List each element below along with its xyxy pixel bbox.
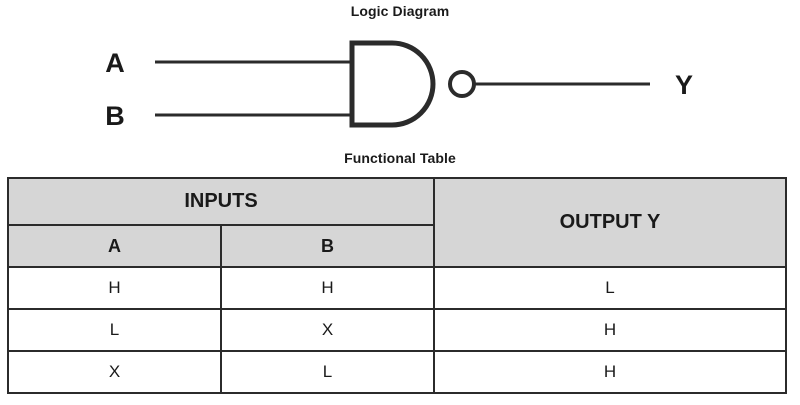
header-output-y: OUTPUT Y — [433, 177, 787, 268]
nand-gate-drawing: A B Y — [105, 40, 693, 131]
functional-table-caption: Functional Table — [344, 150, 456, 166]
cell-input-a: L — [7, 308, 222, 352]
cell-input-a: X — [7, 350, 222, 394]
table-row: X L H — [7, 350, 787, 394]
functional-table: INPUTS OUTPUT Y A B H H L L X H X L H — [7, 177, 787, 394]
input-b-label: B — [105, 101, 125, 131]
logic-diagram: A B Y — [0, 24, 800, 146]
header-column-b: B — [220, 224, 435, 268]
table-row: H H L — [7, 266, 787, 310]
logic-diagram-caption: Logic Diagram — [350, 3, 450, 19]
table-header-row-subs: A B — [7, 224, 786, 268]
table-header-row-groups: INPUTS OUTPUT Y — [7, 177, 787, 268]
and-gate-body — [349, 40, 436, 128]
input-a-label: A — [105, 48, 125, 78]
cell-input-b: L — [220, 350, 435, 394]
cell-input-a: H — [7, 266, 222, 310]
header-column-a: A — [7, 224, 222, 268]
output-y-label: Y — [675, 70, 693, 100]
cell-input-b: H — [220, 266, 435, 310]
inversion-bubble-icon — [448, 70, 476, 98]
cell-input-b: X — [220, 308, 435, 352]
table-row: L X H — [7, 308, 787, 352]
cell-output-y: H — [433, 308, 787, 352]
cell-output-y: L — [433, 266, 787, 310]
table-body: H H L L X H X L H — [7, 266, 787, 394]
cell-output-y: H — [433, 350, 787, 394]
table-header: INPUTS OUTPUT Y A B — [7, 177, 787, 268]
header-inputs-group: INPUTS — [7, 177, 435, 226]
